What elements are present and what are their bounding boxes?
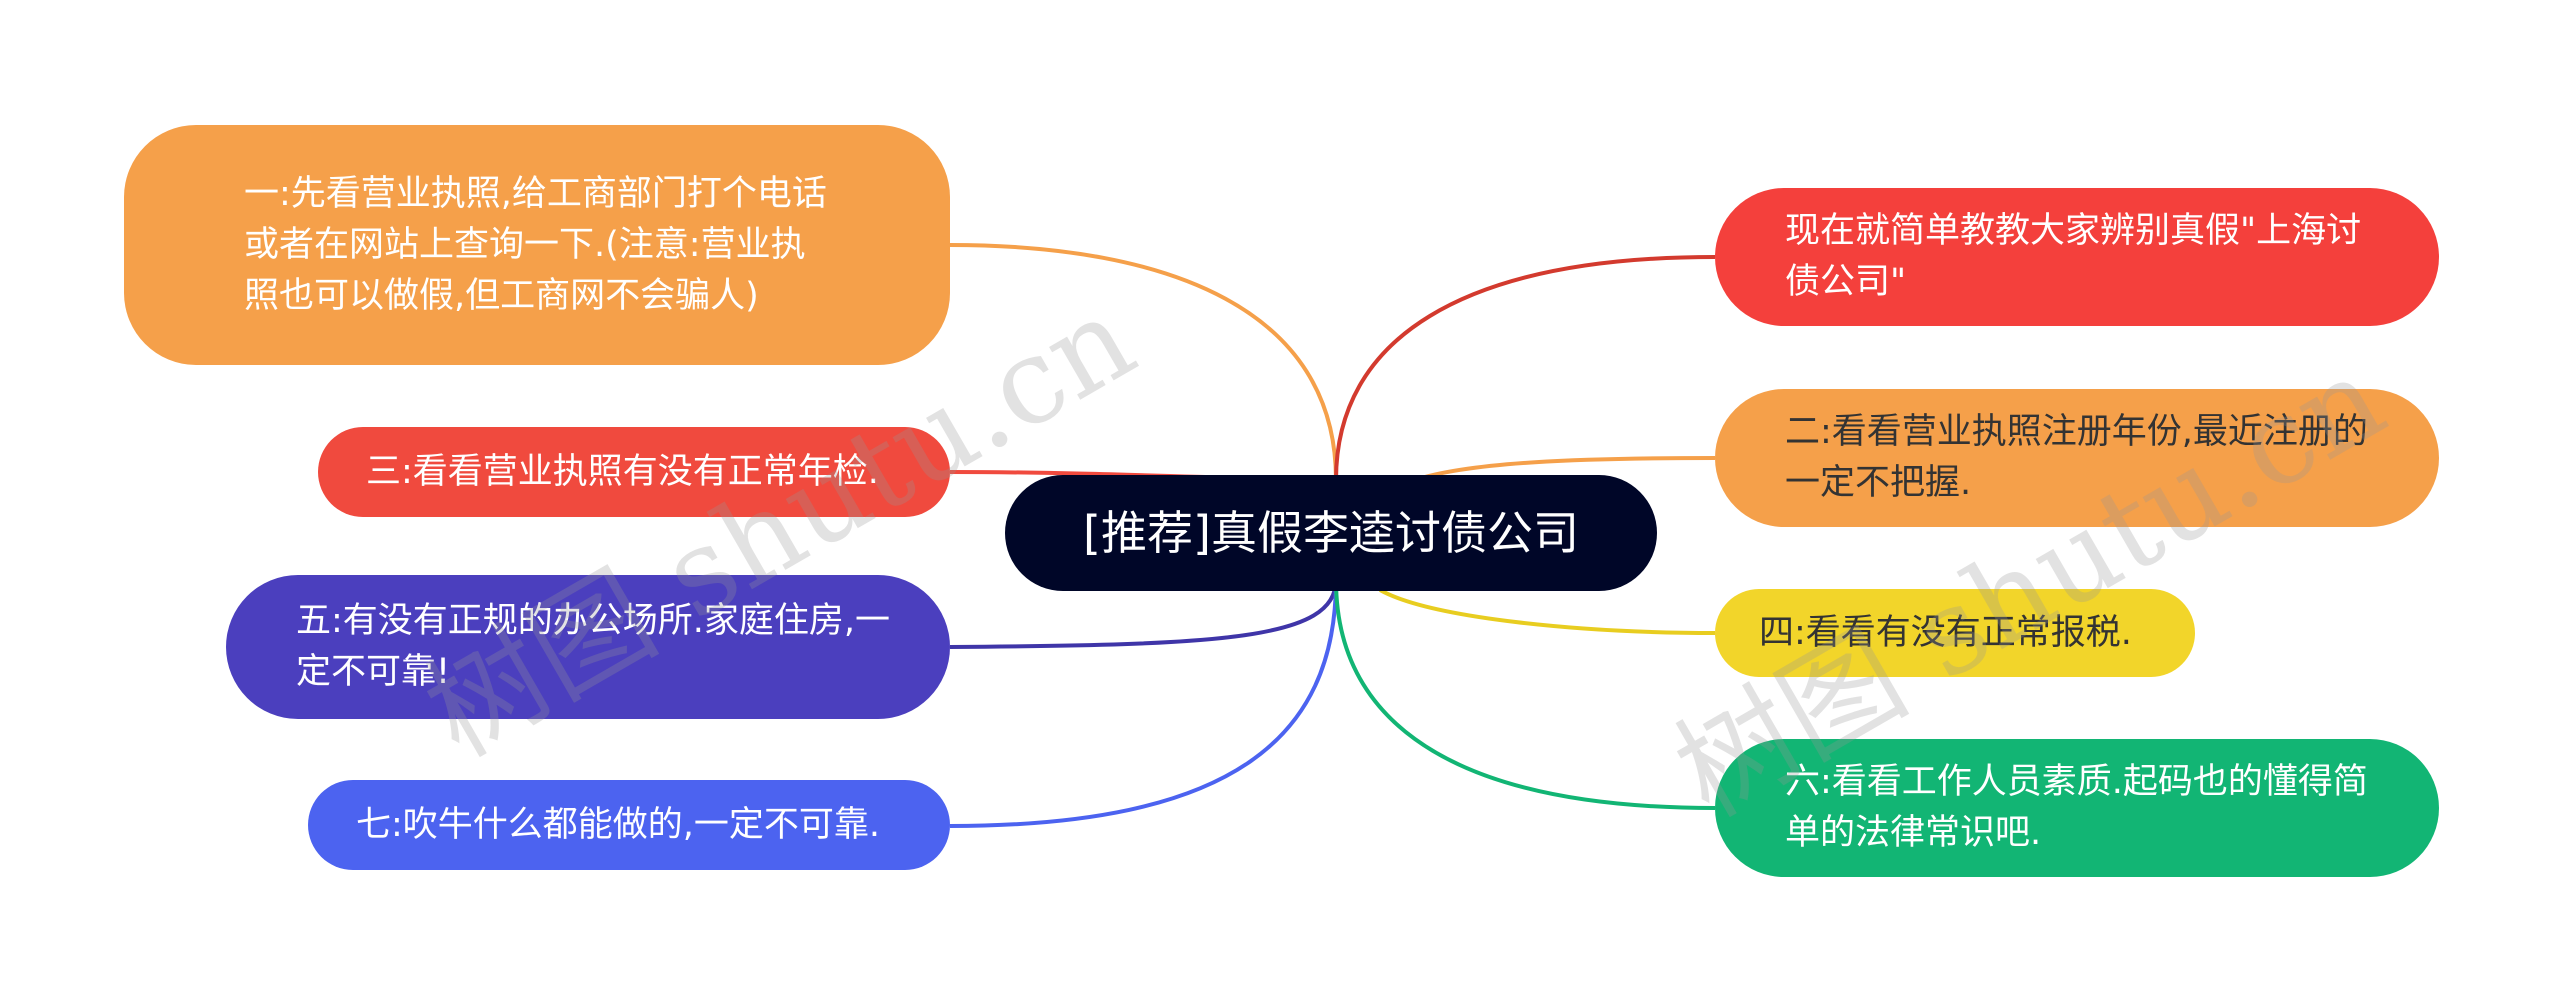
connector-n1 [949, 243, 1338, 481]
topic-node-0-label: 现在就简单教教大家辨别真假"上海讨债公司" [1785, 211, 2362, 302]
topic-node-5-label: 五:有没有正规的办公场所.家庭住房,一定不可靠! [296, 601, 891, 692]
topic-node-1-label: 一:先看营业执照,给工商部门打个电话或者在网站上查询一下.(注意:营业执照也可以… [244, 173, 827, 316]
topic-node-2-label: 二:看看营业执照注册年份,最近注册的一定不把握. [1785, 412, 2368, 503]
topic-node-2[interactable]: 二:看看营业执照注册年份,最近注册的一定不把握. [1715, 389, 2439, 527]
topic-node-6-label: 六:看看工作人员素质.起码也的懂得简单的法律常识吧. [1785, 762, 2368, 853]
connector-n6 [1334, 579, 1716, 810]
connector-n7 [949, 579, 1338, 828]
topic-node-3[interactable]: 三:看看营业执照有没有正常年检. [318, 427, 950, 517]
connector-n0 [1334, 255, 1716, 481]
topic-node-5[interactable]: 五:有没有正规的办公场所.家庭住房,一定不可靠! [226, 575, 950, 719]
connector-n5 [949, 579, 1338, 649]
topic-node-4[interactable]: 四:看看有没有正常报税. [1715, 589, 2195, 677]
connector-n2 [1414, 456, 1716, 482]
topic-node-7[interactable]: 七:吹牛什么都能做的,一定不可靠. [308, 780, 950, 870]
topic-node-0[interactable]: 现在就简单教教大家辨别真假"上海讨债公司" [1715, 188, 2439, 326]
central-topic[interactable]: [推荐]真假李逵讨债公司 [1005, 475, 1657, 591]
topic-node-1[interactable]: 一:先看营业执照,给工商部门打个电话或者在网站上查询一下.(注意:营业执照也可以… [124, 125, 950, 365]
connector-n4 [1379, 588, 1716, 635]
topic-node-3-label: 三:看看营业执照有没有正常年检. [366, 451, 879, 492]
topic-node-4-label: 四:看看有没有正常报税. [1759, 612, 2132, 653]
topic-node-7-label: 七:吹牛什么都能做的,一定不可靠. [356, 804, 881, 845]
central-topic-label: [推荐]真假李逵讨债公司 [1083, 505, 1579, 560]
topic-node-6[interactable]: 六:看看工作人员素质.起码也的懂得简单的法律常识吧. [1715, 739, 2439, 877]
